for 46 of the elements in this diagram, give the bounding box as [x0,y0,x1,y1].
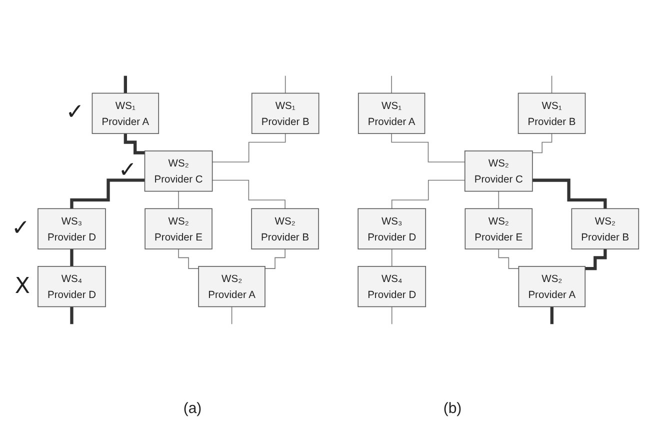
connector [124,132,145,154]
node-box [358,208,426,250]
connector [391,180,466,210]
connector [585,247,607,270]
node-box [464,208,533,250]
connector [498,190,500,210]
status-mark: ✓ [12,216,30,241]
status-mark: X [14,274,30,299]
node-box [198,266,266,308]
node-box [251,92,320,134]
connector [212,180,286,210]
connector [70,247,74,268]
connector [551,75,552,94]
node-box [464,150,533,192]
connector [284,75,286,94]
connector [178,190,179,210]
connector [231,306,232,325]
node-box [518,92,586,134]
node-box [251,208,319,250]
status-mark: ✓ [66,101,84,126]
node-box [38,266,106,308]
connector [212,133,286,162]
node-box [92,92,160,134]
node-box [518,266,586,308]
node-box [144,208,212,250]
panel-caption: (a) [183,400,202,417]
connector [178,248,199,269]
connector [70,178,145,210]
connector [532,133,552,154]
panel-caption: (b) [443,400,462,417]
connector [124,74,127,95]
node-box [358,92,426,134]
status-mark: ✓ [118,159,137,184]
connector [391,306,392,325]
connector [391,75,392,94]
node-box [358,266,426,308]
node-box [144,150,213,192]
connector [498,248,520,269]
connector [70,305,74,326]
node-box [38,208,106,250]
connector [550,305,554,326]
node-box [571,208,640,250]
connector [532,178,607,210]
connector [391,248,392,267]
connector [391,133,466,162]
connector [264,248,286,269]
